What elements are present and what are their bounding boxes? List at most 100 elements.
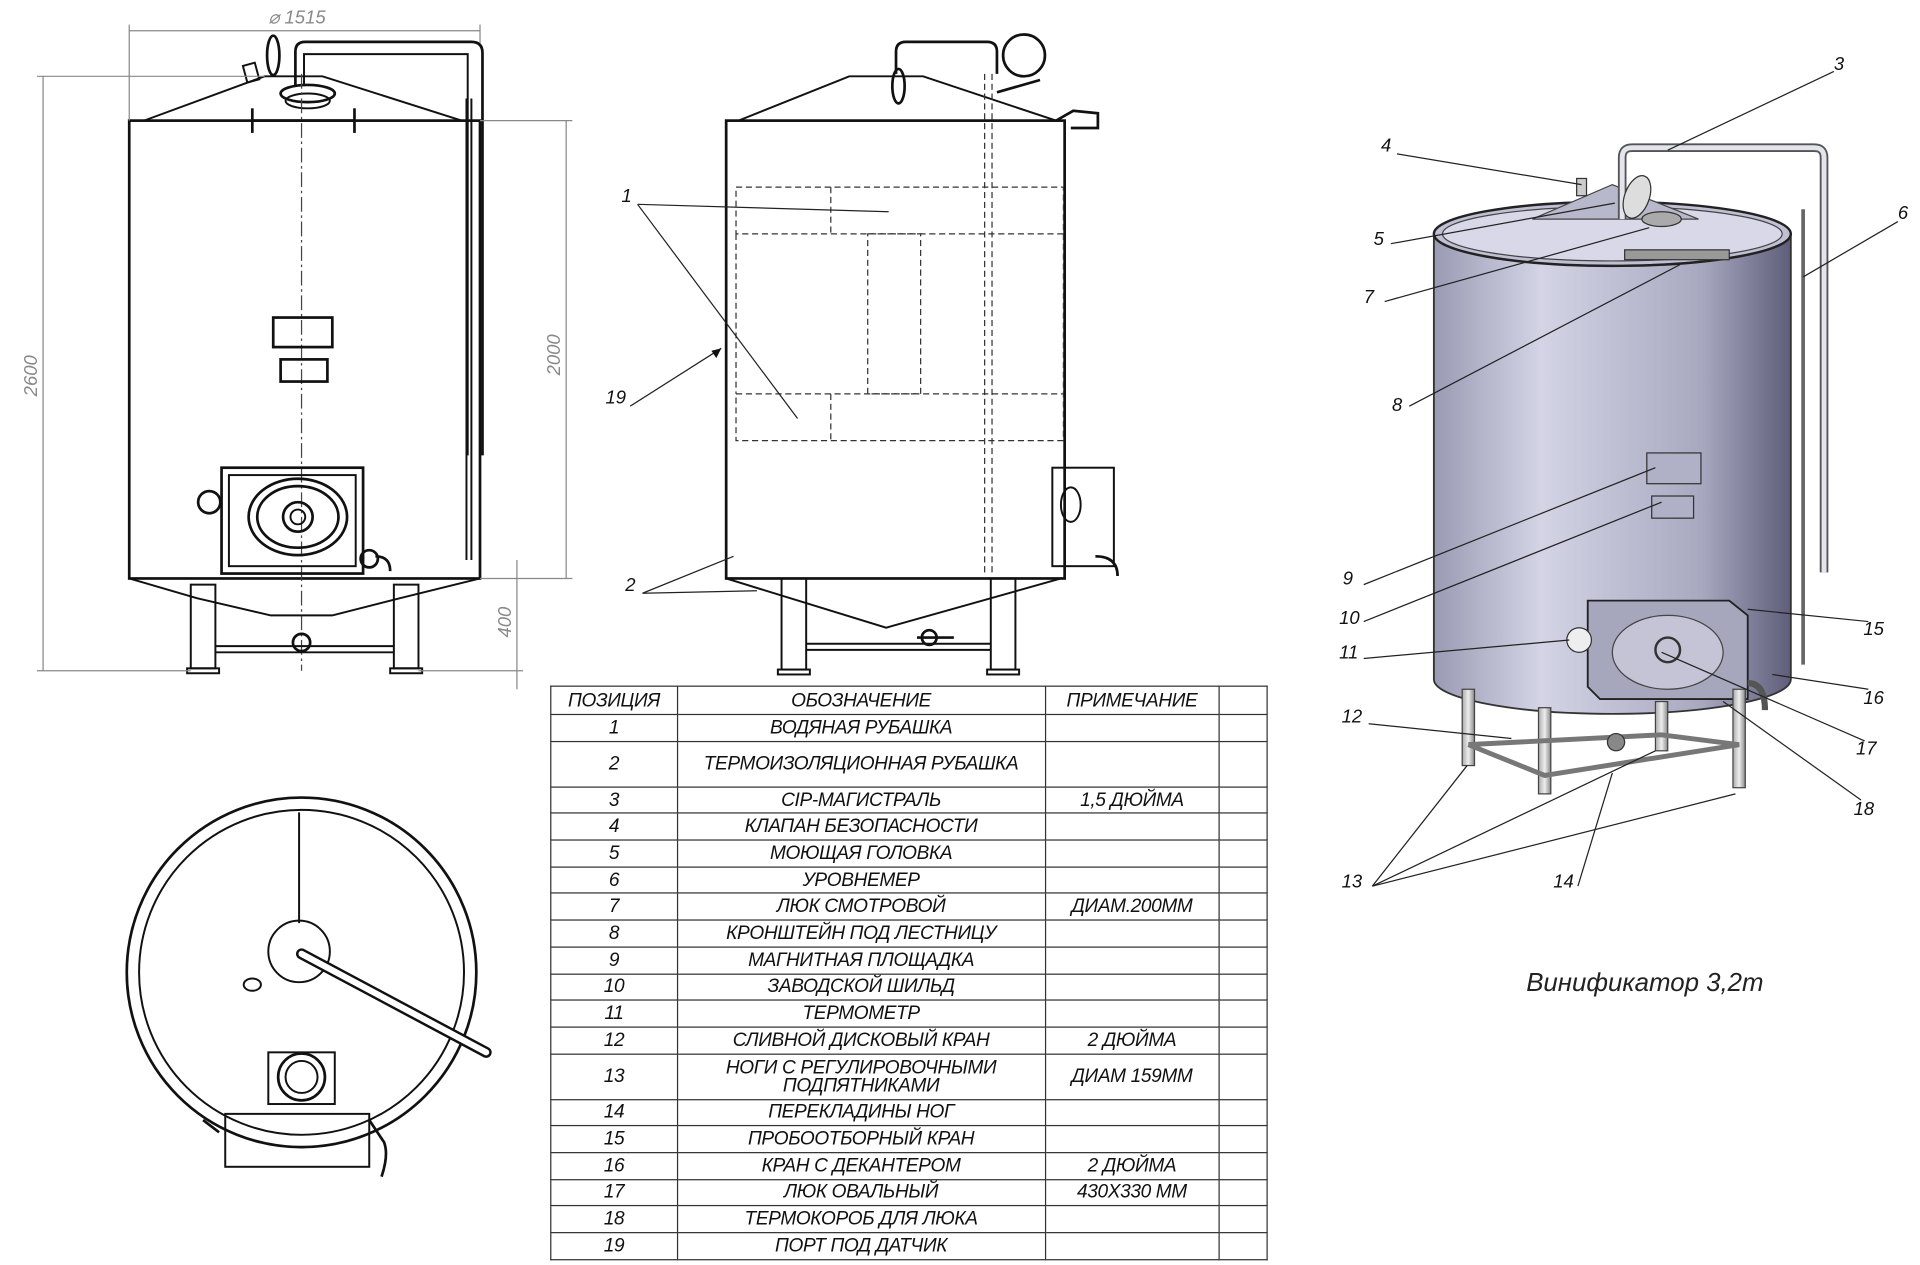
- blank-cell: [1218, 786, 1268, 815]
- callout-4: 4: [1381, 134, 1391, 155]
- position-cell: 8: [550, 919, 678, 948]
- note-cell: [1044, 1205, 1220, 1234]
- callout-17: 17: [1856, 737, 1877, 758]
- callout-11: 11: [1339, 641, 1358, 662]
- designation-cell: СЛИВНОЙ ДИСКОВЫЙ КРАН: [676, 1026, 1046, 1055]
- position-cell: 5: [550, 839, 678, 868]
- dimension-total-height: 2600: [20, 355, 41, 398]
- note-cell: [1044, 999, 1220, 1028]
- callout-12: 12: [1342, 705, 1363, 726]
- callout-3: 3: [1834, 53, 1845, 74]
- position-cell: 6: [550, 866, 678, 895]
- note-cell: ДИАМ 159ММ: [1044, 1053, 1220, 1100]
- position-cell: 15: [550, 1125, 678, 1154]
- note-cell: [1044, 839, 1220, 868]
- callout-13: 13: [1342, 870, 1363, 891]
- position-cell: 17: [550, 1178, 678, 1207]
- side-view: 1 19 2: [606, 33, 1119, 676]
- designation-cell: ПРОБООТБОРНЫЙ КРАН: [676, 1125, 1046, 1154]
- callout-14: 14: [1553, 870, 1574, 891]
- position-cell: 14: [550, 1098, 678, 1127]
- blank-cell: [1218, 1178, 1268, 1207]
- note-cell: [1044, 919, 1220, 948]
- header-designation: ОБОЗНАЧЕНИЕ: [676, 685, 1046, 716]
- position-cell: 1: [550, 713, 678, 742]
- note-cell: [1044, 1098, 1220, 1127]
- note-cell: [1044, 1125, 1220, 1154]
- blank-cell: [1218, 1098, 1268, 1127]
- designation-cell: ЛЮК ОВАЛЬНЫЙ: [676, 1178, 1046, 1207]
- position-cell: 9: [550, 946, 678, 975]
- designation-cell: ТЕРМОМЕТР: [676, 999, 1046, 1028]
- callout-5: 5: [1374, 228, 1385, 249]
- top-view: [125, 796, 492, 1178]
- position-cell: 2: [550, 740, 678, 788]
- blank-cell: [1218, 919, 1268, 948]
- callout-2: 2: [624, 574, 635, 595]
- position-cell: 4: [550, 812, 678, 841]
- callout-1: 1: [622, 185, 632, 206]
- callout-10: 10: [1339, 607, 1360, 628]
- note-cell: [1044, 946, 1220, 975]
- blank-cell: [1218, 999, 1268, 1028]
- note-cell: [1044, 713, 1220, 742]
- position-cell: 11: [550, 999, 678, 1028]
- header-note: ПРИМЕЧАНИЕ: [1044, 685, 1220, 716]
- designation-cell: КЛАПАН БЕЗОПАСНОСТИ: [676, 812, 1046, 841]
- blank-cell: [1218, 812, 1268, 841]
- designation-cell: ЛЮК СМОТРОВОЙ: [676, 892, 1046, 921]
- blank-cell: [1218, 946, 1268, 975]
- note-cell: [1044, 1232, 1220, 1260]
- note-cell: [1044, 972, 1220, 1001]
- designation-cell: УРОВНЕМЕР: [676, 866, 1046, 895]
- callout-8: 8: [1392, 394, 1403, 415]
- position-cell: 12: [550, 1026, 678, 1055]
- note-cell: [1044, 812, 1220, 841]
- blank-cell: [1218, 1026, 1268, 1055]
- callout-18: 18: [1854, 798, 1875, 819]
- blank-cell: [1218, 1232, 1268, 1260]
- designation-cell: КРАН С ДЕКАНТЕРОМ: [676, 1151, 1046, 1180]
- designation-cell: ВОДЯНАЯ РУБАШКА: [676, 713, 1046, 742]
- position-cell: 13: [550, 1053, 678, 1100]
- blank-cell: [1218, 839, 1268, 868]
- designation-cell: ТЕРМОКОРОБ ДЛЯ ЛЮКА: [676, 1205, 1046, 1234]
- note-cell: 2 ДЮЙМА: [1044, 1151, 1220, 1180]
- table-header-row: ПОЗИЦИЯ ОБОЗНАЧЕНИЕ ПРИМЕЧАНИЕ: [550, 685, 1268, 716]
- callout-9: 9: [1343, 568, 1353, 589]
- designation-cell: CIP-МАГИСТРАЛЬ: [676, 786, 1046, 815]
- designation-cell: МАГНИТНАЯ ПЛОЩАДКА: [676, 946, 1046, 975]
- designation-cell: ПОРТ ПОД ДАТЧИК: [676, 1232, 1046, 1260]
- note-cell: [1044, 866, 1220, 895]
- blank-cell: [1218, 1053, 1268, 1100]
- callout-7: 7: [1364, 286, 1375, 307]
- note-cell: 2 ДЮЙМА: [1044, 1026, 1220, 1055]
- isometric-view: 3 4 5 6 7 8 9 10 11 12 13 14 15 16 17 18: [1339, 53, 1909, 891]
- product-title: Винификатор 3,2т: [1526, 968, 1764, 997]
- blank-cell: [1218, 1205, 1268, 1234]
- designation-cell: ЗАВОДСКОЙ ШИЛЬД: [676, 972, 1046, 1001]
- dimension-body-height: 2000: [543, 334, 564, 377]
- note-cell: [1044, 740, 1220, 788]
- note-cell: ДИАМ.200ММ: [1044, 892, 1220, 921]
- position-cell: 16: [550, 1151, 678, 1180]
- designation-cell: КРОНШТЕЙН ПОД ЛЕСТНИЦУ: [676, 919, 1046, 948]
